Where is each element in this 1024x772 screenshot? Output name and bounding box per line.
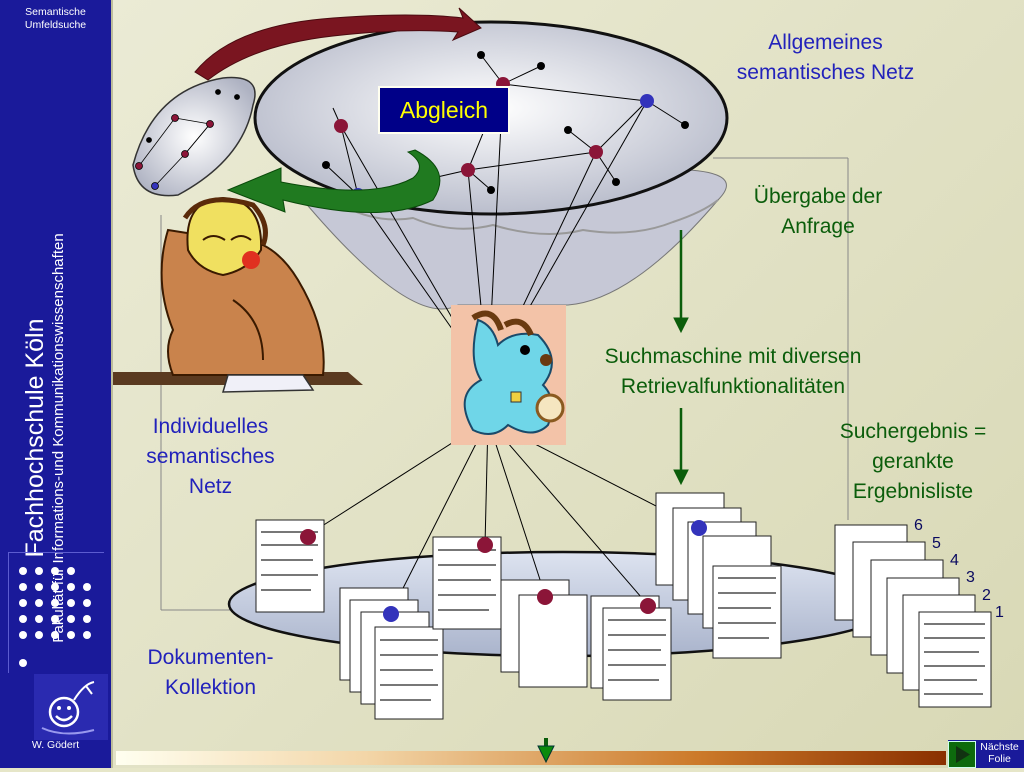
presentation-title: Semantische Umfeldsuche xyxy=(24,6,87,31)
diagram-canvas xyxy=(113,7,992,720)
slide-area: Allgemeines semantisches Netz Übergabe d… xyxy=(113,0,1024,768)
individual-net-label: Individuelles semantisches Netz xyxy=(146,415,275,498)
ranked-result-lines xyxy=(924,623,985,695)
general-net-label: Allgemeines semantisches Netz xyxy=(736,31,915,84)
smiley-icon xyxy=(34,674,108,740)
search-engine-label: Suchmaschine mit diversen Retrievalfunkt… xyxy=(604,345,862,398)
collection-label: Dokumenten-Kollektion xyxy=(147,646,274,699)
dot-grid-decoration xyxy=(8,552,104,673)
rank-number: 3 xyxy=(966,569,975,586)
individual-net-nodes xyxy=(135,89,240,190)
down-arrow-icon xyxy=(673,230,689,486)
result-label: Suchergebnis = gerankte Ergebnisliste xyxy=(839,420,987,503)
rank-number: 2 xyxy=(982,587,991,604)
match-button[interactable]: Abgleich xyxy=(378,86,510,134)
match-arrow-bottom-icon xyxy=(226,149,441,213)
handover-label: Übergabe der Anfrage xyxy=(753,185,883,238)
document-pages xyxy=(255,492,782,720)
next-arrow-icon xyxy=(956,746,970,763)
slide-position-marker xyxy=(537,738,555,764)
thinking-person-illustration xyxy=(113,196,363,393)
sidebar: Semantische Umfeldsuche Fachhochschule K… xyxy=(0,0,113,768)
rank-number: 5 xyxy=(932,535,941,552)
author-name: W. Gödert xyxy=(31,739,80,751)
next-slide-button[interactable] xyxy=(948,741,976,768)
progress-bar xyxy=(116,751,946,765)
document-text-lines xyxy=(261,531,776,701)
ranked-result-pages xyxy=(834,524,992,708)
rank-number: 6 xyxy=(914,517,923,534)
rank-number: 1 xyxy=(995,604,1004,621)
puppy-search-illustration xyxy=(451,305,566,445)
next-slide-label[interactable]: Nächste Folie xyxy=(980,741,1019,765)
document-markers xyxy=(300,520,707,622)
match-arrow-top-icon xyxy=(194,7,482,81)
individual-net-shape xyxy=(132,76,256,197)
rank-number: 4 xyxy=(950,552,959,569)
